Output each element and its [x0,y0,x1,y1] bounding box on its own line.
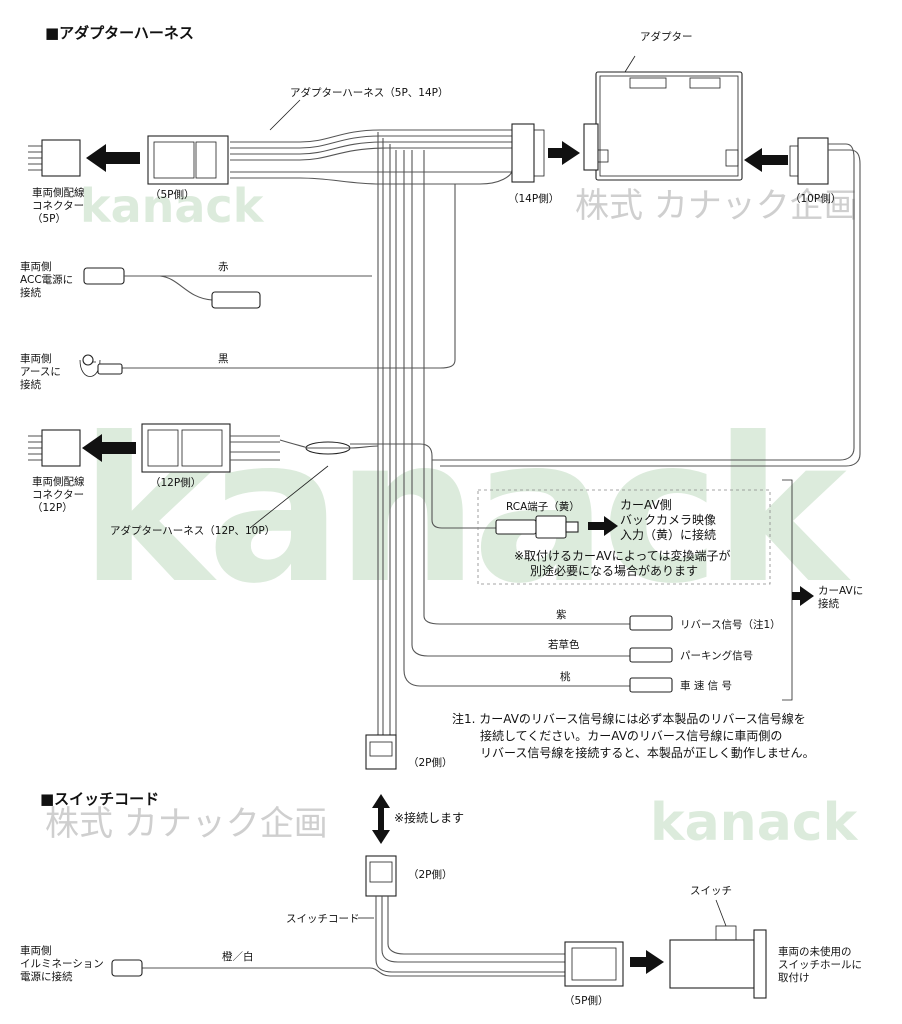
wire-purple-label: 紫 [556,609,567,621]
vehicle-acc-line1: 車両側 [20,260,52,273]
connector-2p-bottom: （2P側） [365,855,453,897]
speed-signal-label: 車 速 信 号 [680,679,732,692]
switch-cord-label: スイッチコード [286,913,360,925]
connect-here-label: ※接続します [394,810,464,825]
adapter-unit: アダプター [583,30,743,181]
vehicle-connector-5p-line3: （5P） [32,213,66,225]
car-av-camera-line3: 入力（黄）に接続 [620,527,716,542]
vehicle-connector-12p [28,429,81,467]
connector-5p-switch: （5P側） [564,941,624,1007]
wire-pink-label: 桃 [560,670,571,683]
vehicle-connector-12p-line3: （12P） [32,502,73,514]
wire-black-label: 黒 [218,353,229,365]
adapter-label: アダプター [640,30,693,43]
connector-12p: （12P側） アダプターハーネス（12P、10P） [110,423,500,537]
switch-label: スイッチ [690,885,732,897]
arrow-left-12p [82,434,136,462]
car-av-connect-line1: カーAVに [818,585,863,597]
vehicle-illumination-line3: 電源に接続 [20,970,73,983]
arrow-right-car-av [792,586,814,606]
connect-arrow: ※接続します [372,794,464,844]
switch-hole-line3: 取付け [778,971,810,984]
rca-connector: RCA端子（黄） [495,500,580,539]
rca-label: RCA端子（黄） [506,500,580,513]
note-conversion-line1: ※取付けるカーAVによっては変換端子が [514,548,731,563]
switch-cord-wires: スイッチコード 橙／白 [111,896,565,977]
car-av-camera-line2: バックカメラ映像 [620,513,716,527]
switch-unit: スイッチ [669,885,767,999]
connector-5p-switch-label: （5P側） [564,994,609,1007]
note1-line2: 接続してください。カーAVのリバース信号線に車両側の [480,728,782,743]
wire-lightgreen-label: 若草色 [548,638,580,651]
vehicle-connector-5p-line2: コネクター [32,200,84,212]
vehicle-acc-line2: ACC電源に [20,273,73,286]
signal-wires: 紫 リバース信号（注1） 若草色 パーキング信号 桃 車 速 信 号 [548,609,781,693]
vehicle-illumination-line1: 車両側 [20,944,52,957]
arrow-right-switch [630,950,664,974]
arrow-right-rca [588,516,618,536]
arrow-left-5p [86,144,140,172]
harness-12p-10p-label: アダプターハーネス（12P、10P） [110,524,275,537]
section-title-harness: ■アダプターハーネス [45,24,194,42]
vehicle-acc-line3: 接続 [20,286,41,299]
watermark-kanack-small: kanack [80,179,265,233]
arrow-left-10p [744,148,788,172]
car-av-camera-line1: カーAV側 [620,498,672,512]
car-av-connect-line2: 接続 [818,597,839,610]
reverse-signal-label: リバース信号（注1） [680,618,781,631]
connector-14p: （14P側） [508,123,559,205]
switch-hole-line1: 車両の未使用の [778,945,852,958]
connector-5p-label: （5P側） [150,188,195,201]
vehicle-connector-12p-line1: 車両側配線 [32,475,85,488]
note1-line1: 注1. カーAVのリバース信号線には必ず本製品のリバース信号線を [452,711,806,726]
car-av-bracket [782,479,793,701]
watermark-company-top: 株式 カナック企画 [575,186,858,226]
vehicle-connector-5p-line1: 車両側配線 [32,186,85,199]
arrow-right-14p [548,141,580,165]
harness-5p-14p-label: アダプターハーネス（5P、14P） [290,86,449,99]
vehicle-illumination-line2: イルミネーション [20,958,104,970]
connector-10p-label: （10P側） [790,192,841,205]
watermark-kanack-right: kanack [650,793,859,853]
connector-14p-label: （14P側） [508,192,559,205]
watermark-company-bottom: 株式 カナック企画 [45,804,328,844]
note-conversion-line2: 別途必要になる場合があります [530,563,698,578]
connector-12p-label: （12P側） [150,476,201,489]
connector-10p: （10P側） [789,137,841,205]
vehicle-connector-12p-line2: コネクター [32,489,84,501]
ground-wire: 黒 [79,353,229,377]
wire-orange-white-label: 橙／白 [222,950,254,963]
connector-2p-bottom-label: （2P側） [408,868,453,881]
connector-5p: （5P側） [147,135,229,201]
wire-red-label: 赤 [218,261,229,273]
vehicle-ground-line3: 接続 [20,378,41,391]
section-title-switch: ■スイッチコード [40,790,159,808]
acc-wire: 赤 [83,261,372,309]
vehicle-ground-line1: 車両側 [20,352,52,365]
top-harness-wires: アダプターハーネス（5P、14P） [230,86,513,185]
connector-2p-top: （2P側） [365,734,453,770]
vertical-bundle [120,132,630,735]
parking-signal-label: パーキング信号 [680,649,753,662]
note1-line3: リバース信号線を接続すると、本製品が正しく動作しません。 [480,745,815,760]
switch-hole-line2: スイッチホールに [778,959,862,971]
wire-10p-loop-2 [432,143,855,461]
vehicle-ground-line2: アースに [20,366,61,378]
rca-group-box [477,489,771,585]
wire-10p-loop [440,149,861,467]
vehicle-connector-5p [28,139,81,177]
connector-2p-top-label: （2P側） [408,756,453,769]
